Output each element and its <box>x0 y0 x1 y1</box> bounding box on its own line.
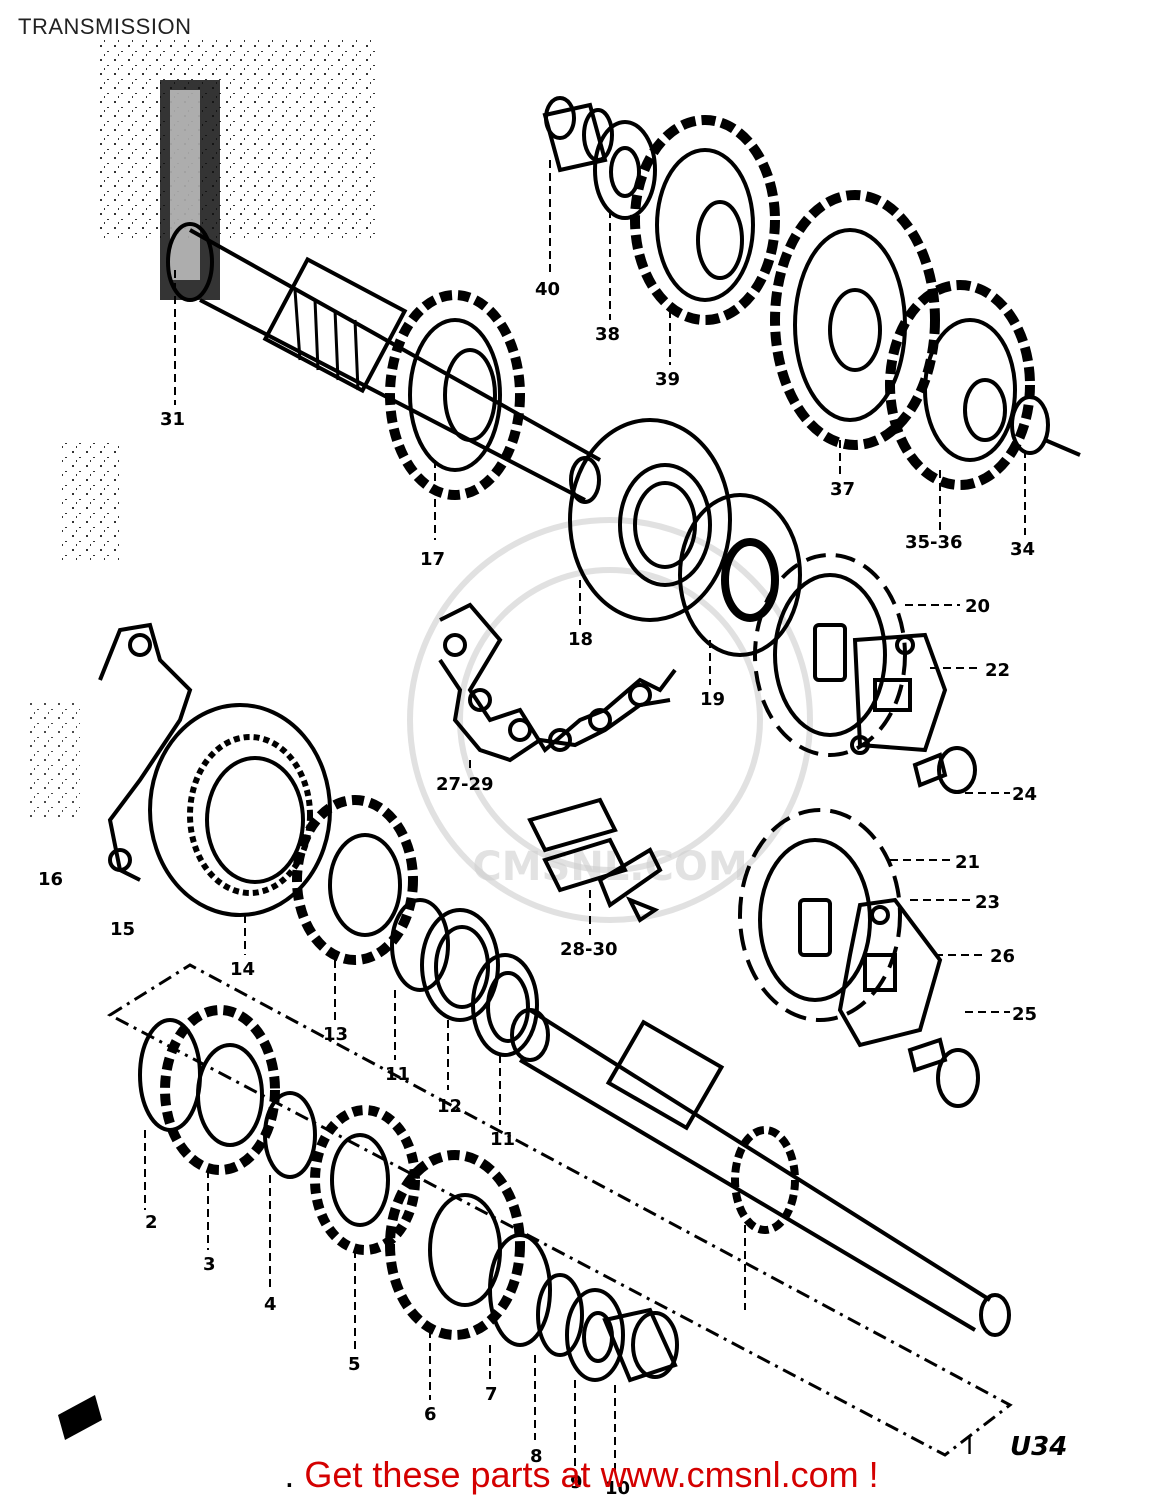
bushing-40 <box>542 96 614 173</box>
leader-lines <box>144 160 1026 1470</box>
circlip-8 <box>536 1273 584 1357</box>
washer-11-a <box>390 898 450 992</box>
washer-7 <box>488 1233 552 1347</box>
label-part-14: 14 <box>230 959 255 980</box>
label-part-37: 37 <box>830 479 855 500</box>
bolt-24 <box>912 746 977 794</box>
gear-5 <box>310 1105 420 1255</box>
oil-seal-19 <box>678 493 802 657</box>
gear-39 <box>630 115 780 325</box>
washer-38 <box>593 120 657 220</box>
label-part-19: 19 <box>700 689 725 710</box>
footer-link[interactable]: Get these parts at www.cmsnl.com ! <box>304 1454 879 1495</box>
circlip-34 <box>1010 395 1081 457</box>
watermark: CMSNL.COM <box>407 517 813 923</box>
footer-prefix: . <box>284 1454 305 1495</box>
label-part-4: 4 <box>264 1294 277 1315</box>
label-part-22: 22 <box>985 660 1010 681</box>
bushing-10 <box>602 1307 679 1383</box>
driveshaft-gear <box>731 1126 799 1234</box>
plate-code: U34 <box>1010 1432 1068 1462</box>
label-part-18: 18 <box>568 629 593 650</box>
page-title: TRANSMISSION <box>18 14 192 39</box>
plate-tick: I <box>966 1432 974 1460</box>
label-part-40: 40 <box>535 279 560 300</box>
sprocket-21 <box>738 808 902 1022</box>
gear-13 <box>292 795 418 965</box>
washer-11-b <box>471 953 539 1057</box>
label-part-28-30: 28-30 <box>560 939 618 960</box>
bearing-retainer-15 <box>98 622 193 882</box>
label-part-34: 34 <box>1010 539 1035 560</box>
watermark-text: CMSNL.COM <box>472 844 747 890</box>
label-part-23: 23 <box>975 892 1000 913</box>
label-part-21: 21 <box>955 852 980 873</box>
label-part-11-b: 11 <box>490 1129 515 1150</box>
part-labels: 2 3 4 5 6 7 8 9 10 11 12 11 13 14 15 16 … <box>38 279 1037 1499</box>
assembly-box <box>106 963 1013 1457</box>
label-part-39: 39 <box>655 369 680 390</box>
label-part-27-29: 27-29 <box>436 774 494 795</box>
label-part-6: 6 <box>424 1404 437 1425</box>
lock-washer-22 <box>850 632 948 755</box>
label-part-11-a: 11 <box>385 1064 410 1085</box>
label-part-13: 13 <box>323 1024 348 1045</box>
label-part-8: 8 <box>530 1446 543 1467</box>
label-part-16: 16 <box>38 869 63 890</box>
label-part-5: 5 <box>348 1354 361 1375</box>
label-part-24: 24 <box>1012 784 1037 805</box>
chain-27-29 <box>438 602 677 763</box>
scan-blob <box>58 1395 102 1440</box>
footer-banner: . Get these parts at www.cmsnl.com ! <box>0 1454 1163 1496</box>
label-part-20: 20 <box>965 596 990 617</box>
washer-9 <box>565 1288 625 1382</box>
label-part-35-36: 35-36 <box>905 532 963 553</box>
label-part-12: 12 <box>437 1096 462 1117</box>
label-part-7: 7 <box>485 1384 498 1405</box>
bolt-25 <box>907 1037 980 1108</box>
label-part-17: 17 <box>420 549 445 570</box>
driveshaft <box>510 1008 1011 1337</box>
label-part-31: 31 <box>160 409 185 430</box>
bearing-14 <box>148 703 332 917</box>
circlip-4 <box>263 1091 317 1179</box>
label-part-9: 9 <box>570 1472 583 1493</box>
gear-3 <box>160 1005 280 1175</box>
gear-35-36 <box>885 280 1035 490</box>
label-part-26: 26 <box>990 946 1015 967</box>
lock-washer-23 <box>837 897 943 1048</box>
gear-17 <box>385 290 525 500</box>
gear-37 <box>770 190 940 450</box>
washer-12 <box>420 908 500 1022</box>
label-part-25: 25 <box>1012 1004 1037 1025</box>
master-link-28-30 <box>527 797 663 923</box>
label-part-10: 10 <box>605 1478 630 1499</box>
label-part-15: 15 <box>110 919 135 940</box>
scan-noise <box>30 40 380 820</box>
label-part-3: 3 <box>203 1254 216 1275</box>
label-part-2: 2 <box>145 1212 158 1233</box>
countershaft-assembly <box>166 222 601 504</box>
label-part-38: 38 <box>595 324 620 345</box>
